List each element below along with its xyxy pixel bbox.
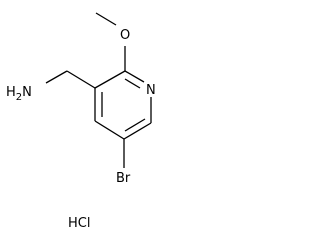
bond-c3-ch2 [66,70,96,89]
bond-ch2-n [45,70,68,84]
hydrochloride-label: HCl [68,216,90,231]
ring-bond-c2-c3 [94,70,126,89]
methoxy-oxygen-label: O [120,28,130,43]
ring-bond-c5-c6-inner [124,118,146,132]
ring-bond-c4-c5 [94,120,125,140]
chemical-structure-diagram: H2N O N Br HCl [6,12,156,231]
ring-bond-c5-c6 [123,122,152,140]
ring-bond-n1-c2 [124,70,145,83]
amine-label: H2N [6,85,32,103]
bond-o-ch3 [95,12,117,26]
ring-bond-n1-c2-inner [124,78,141,89]
bromine-label: Br [116,171,131,186]
ring-nitrogen-label: N [146,83,156,98]
